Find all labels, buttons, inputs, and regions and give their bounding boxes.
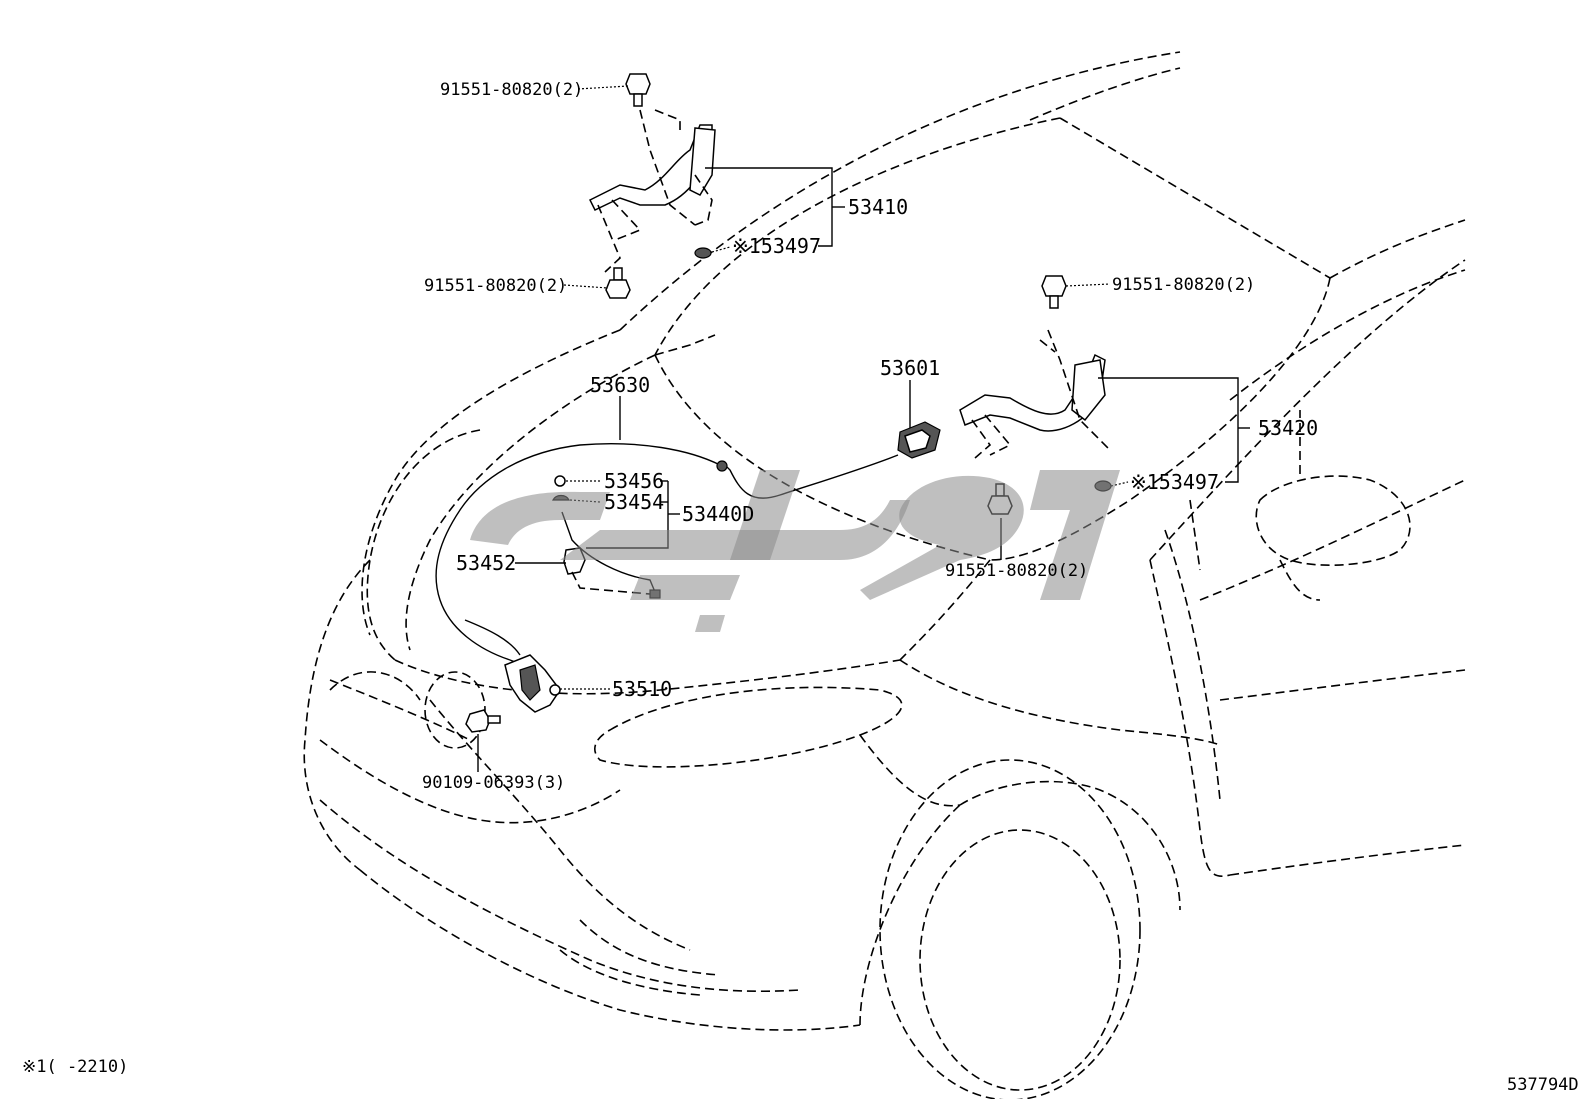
label-53456: 53456 <box>604 469 664 493</box>
label-bolt-hinge-left-top: 91551-80820(2) <box>440 80 583 100</box>
bolt-icon <box>605 267 631 299</box>
bolt-icon <box>1041 275 1067 309</box>
label-53420: 53420 <box>1258 416 1318 440</box>
label-bolt-hinge-right-bottom: 91551-80820(2) <box>945 561 1088 581</box>
hood-lock <box>504 654 561 713</box>
label-53454: 53454 <box>604 490 664 514</box>
label-bolt-hinge-left-bottom: 91551-80820(2) <box>424 276 567 296</box>
label-bolt-hood-lock: 90109-06393(3) <box>422 773 565 793</box>
bolt-icon <box>465 709 501 733</box>
label-53440d: 53440D <box>682 502 754 526</box>
hood-hinge-left <box>588 109 716 273</box>
footnote: ※1( -2210) <box>22 1057 128 1077</box>
hood-hinge-right <box>959 329 1112 492</box>
label-53497-right: ※153497 <box>1130 470 1219 494</box>
label-53510: 53510 <box>612 677 672 701</box>
label-53452: 53452 <box>456 551 516 575</box>
label-53497-left: ※153497 <box>732 234 821 258</box>
label-53601: 53601 <box>880 356 940 380</box>
leader-lines <box>477 85 1250 772</box>
hood-release-handle <box>897 421 941 459</box>
part-labels: 91551-80820(2) 91551-80820(2) 53410 ※153… <box>422 80 1318 793</box>
label-53410: 53410 <box>848 195 908 219</box>
label-bolt-hinge-right-top: 91551-80820(2) <box>1112 275 1255 295</box>
bolt-icon <box>625 73 651 107</box>
car-body-outline <box>303 51 1466 1099</box>
label-53630: 53630 <box>590 373 650 397</box>
figure-id: 537794D <box>1507 1075 1579 1095</box>
watermark-logo <box>470 470 1120 632</box>
